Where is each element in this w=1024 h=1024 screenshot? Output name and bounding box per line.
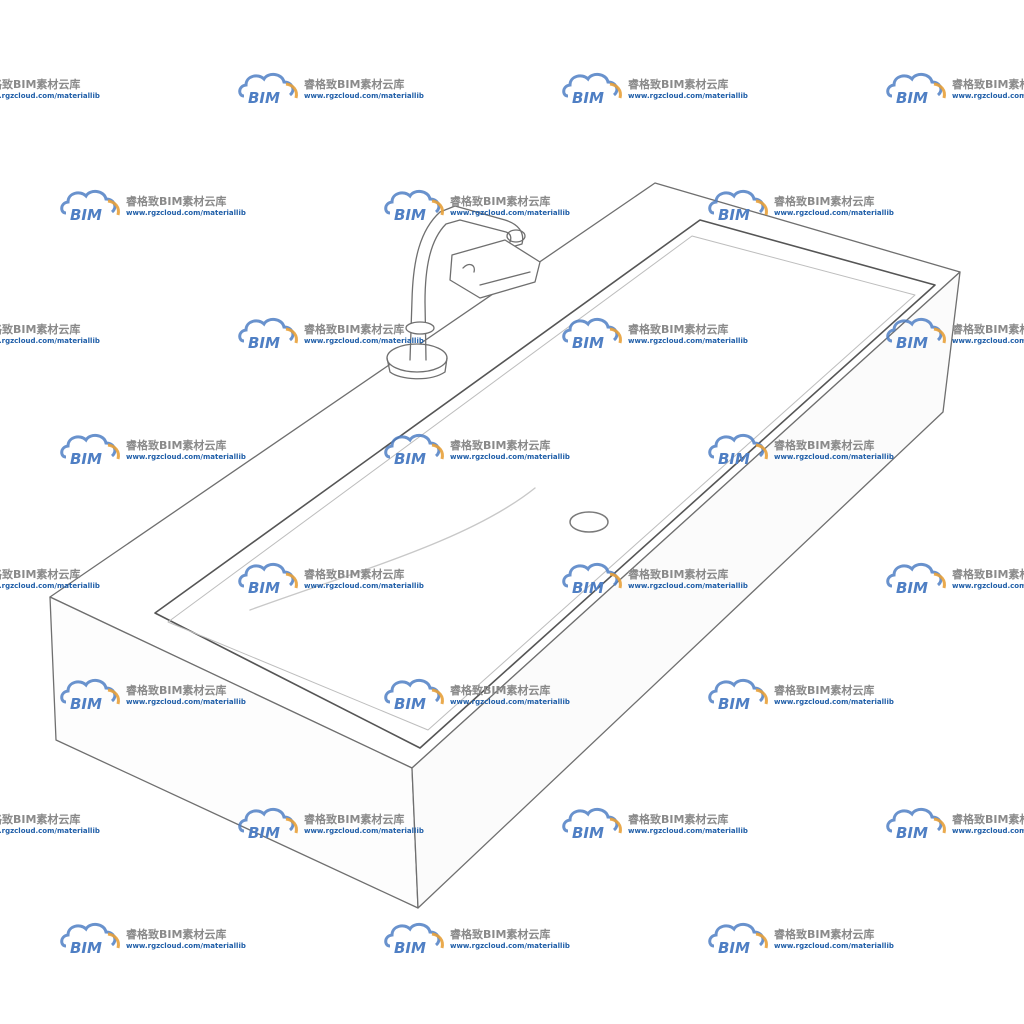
basin-rim bbox=[154, 219, 936, 749]
faucet-handle bbox=[449, 239, 541, 299]
basin-floor bbox=[167, 235, 916, 731]
faucet-handle-detail bbox=[462, 263, 531, 286]
faucet-base-side bbox=[386, 357, 448, 380]
faucet-spout bbox=[454, 205, 524, 247]
countertop-right-face bbox=[411, 271, 961, 909]
spout-tip bbox=[506, 229, 526, 243]
basin-curve bbox=[249, 487, 536, 611]
faucet-collar bbox=[405, 321, 435, 335]
drain-hole bbox=[569, 511, 609, 533]
faucet-base bbox=[386, 343, 448, 373]
